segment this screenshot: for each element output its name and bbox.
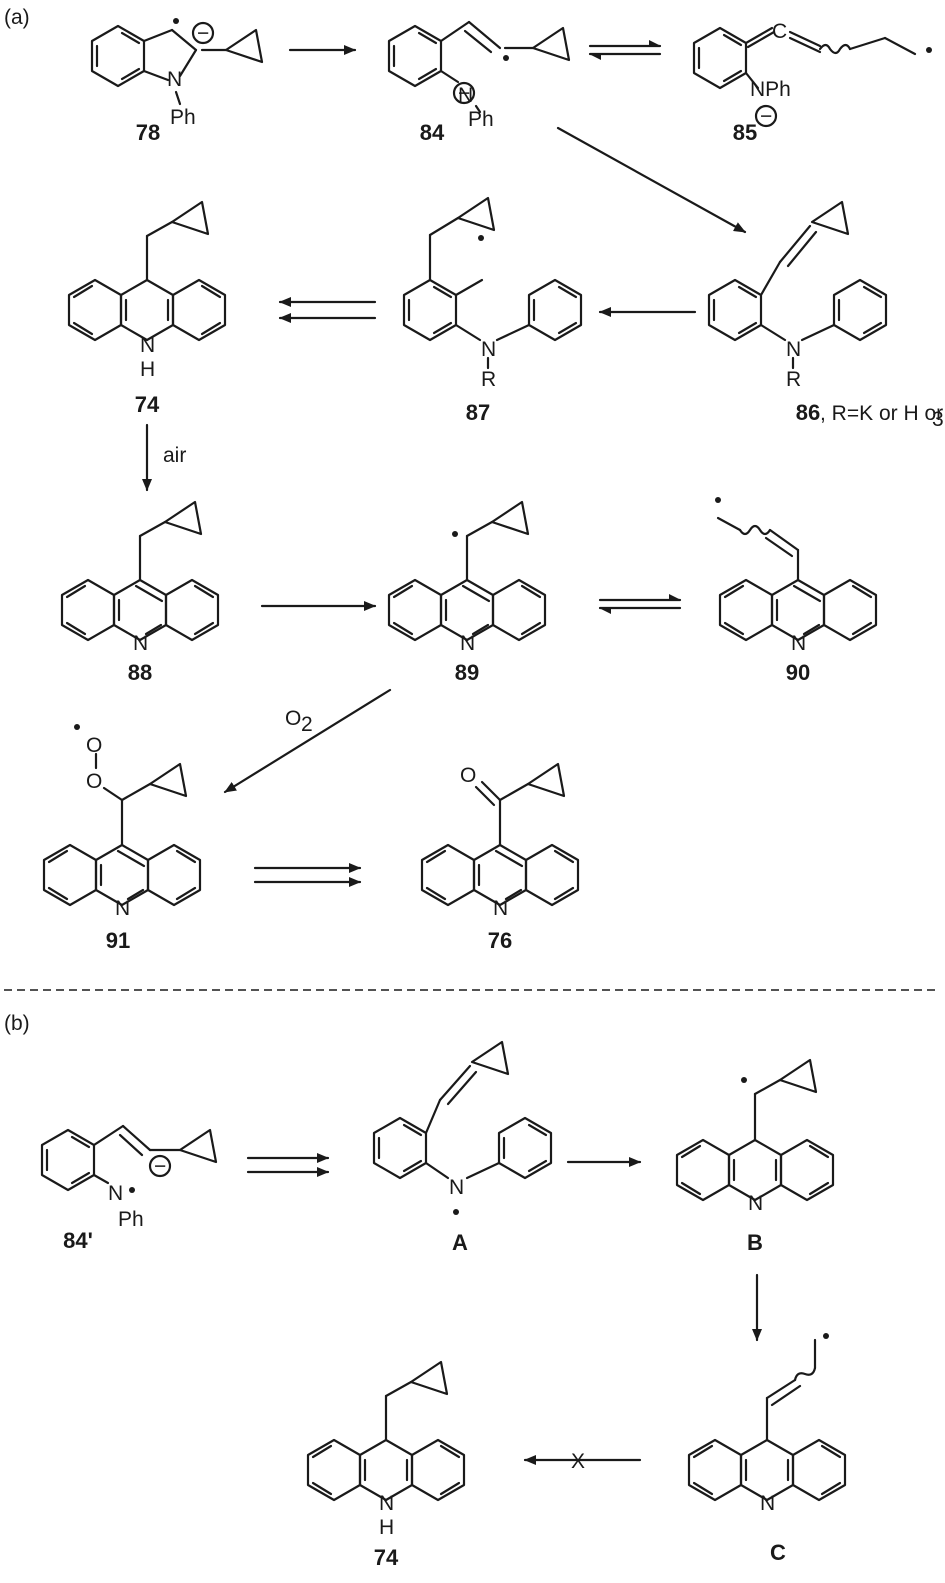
minus-charge: − [197,22,209,45]
reagent-o2-subscript: 2 [301,713,313,736]
label-86: 86 , R=K or H or SiEt 3 [796,400,945,431]
label-76: 76 [488,928,512,953]
structure-84-prime: − N Ph [40,1124,218,1231]
label-86-substituents: , R=K or H or SiEt [820,402,945,425]
structure-A: N [372,1040,553,1215]
arrow-C-74-blocked: X [523,1450,642,1473]
label-86-number: 86 [796,400,820,425]
atom-n: N [133,632,148,655]
minus-charge: − [154,1155,166,1178]
equilibrium-89-90 [598,594,682,614]
label-A: A [452,1230,468,1255]
atom-r: R [786,368,801,391]
atom-n: N [493,897,508,920]
label-89: 89 [455,660,479,685]
atom-n: N [108,1182,123,1205]
minus-charge: − [458,82,470,105]
reagent-o2: O 2 [285,707,313,736]
equilibrium-84-85 [588,40,662,60]
arrow-87-74 [278,297,377,323]
structure-76: O N [420,762,580,920]
structure-86: N R [707,200,888,391]
atom-n: N [791,632,806,655]
label-74: 74 [135,392,160,417]
atom-o: O [460,764,476,787]
arrow-84-86 [556,126,747,234]
structure-74: N H [67,200,227,381]
structure-89: N [387,500,547,655]
structure-91: O O N [42,724,202,920]
atom-ph: Ph [170,106,196,129]
label-87: 87 [466,400,490,425]
structure-87: N R [402,196,583,391]
atom-n: N [481,338,496,361]
label-86-subscript: 3 [932,408,944,431]
atom-o: O [86,734,102,757]
atom-n: N [167,68,182,91]
atom-n: N [748,1192,763,1215]
atom-nph: NPh [750,78,791,101]
panel-label-b: (b) [4,1012,30,1035]
structure-74-b: N H [306,1360,466,1539]
label-74-b: 74 [374,1545,399,1570]
structure-B: N [675,1058,835,1215]
structure-C: N [687,1333,847,1515]
label-C: C [770,1540,786,1565]
arrow-84p-A [246,1153,330,1177]
atom-n: N [449,1176,464,1199]
label-91: 91 [106,928,130,953]
atom-n: N [140,334,155,357]
atom-c: C [772,20,787,43]
label-B: B [747,1230,763,1255]
structure-88: N [60,500,220,655]
blocked-mark: X [571,1450,585,1473]
reagent-air: air [163,444,186,467]
atom-r: R [481,368,496,391]
label-84-prime: 84' [63,1228,93,1253]
atom-n: N [760,1492,775,1515]
atom-h: H [379,1516,394,1539]
structure-85: C NPh − [692,20,932,128]
label-90: 90 [786,660,810,685]
panel-label-a: (a) [4,6,30,29]
atom-n: N [460,632,475,655]
structure-84: N − Ph [387,20,571,131]
reagent-o2-symbol: O [285,707,301,730]
label-78: 78 [136,120,160,145]
atom-n: N [115,897,130,920]
structure-78: − N Ph [90,18,264,129]
atom-ph: Ph [468,108,494,131]
minus-charge: − [760,105,772,128]
label-84: 84 [420,120,445,145]
structure-90: N [715,497,878,655]
label-88: 88 [128,660,152,685]
arrow-89-91 [223,688,392,794]
atom-h: H [140,358,155,381]
atom-o: O [86,770,102,793]
atom-n: N [786,338,801,361]
atom-n: N [379,1492,394,1515]
arrow-91-76 [253,863,362,887]
atom-ph: Ph [118,1208,144,1231]
label-85: 85 [733,120,757,145]
